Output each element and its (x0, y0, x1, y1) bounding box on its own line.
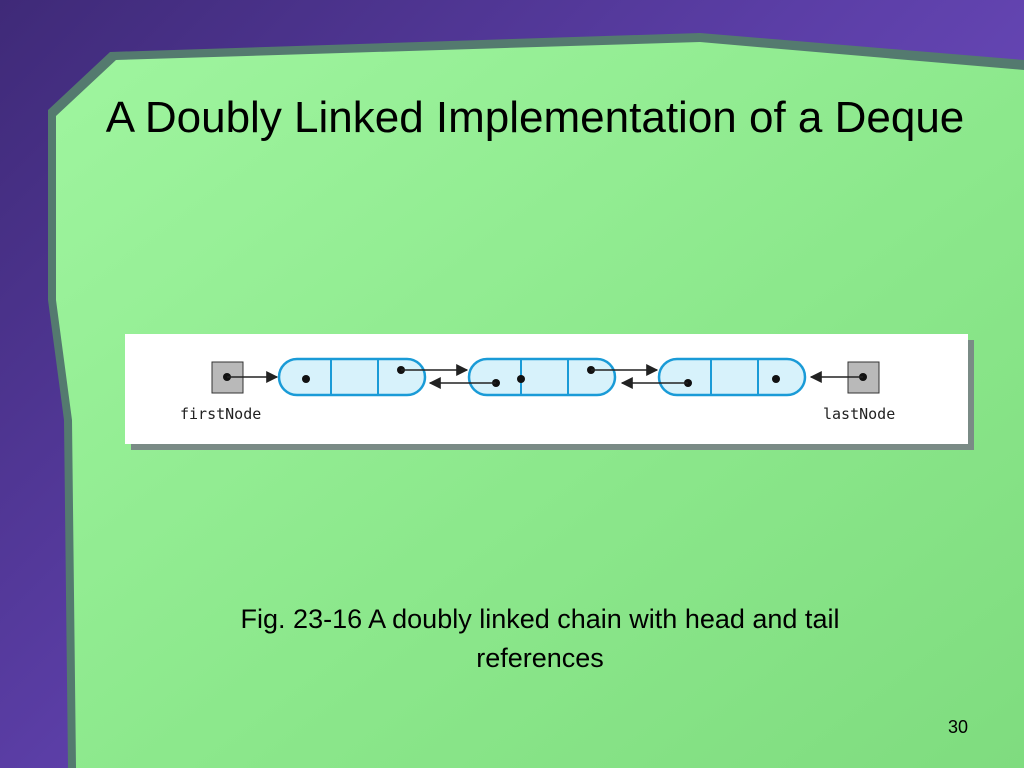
first-node-label: firstNode (180, 405, 261, 423)
slide-title: A Doubly Linked Implementation of a Dequ… (105, 93, 965, 142)
chain-node-1 (277, 357, 427, 397)
slide-page-number: 30 (947, 717, 968, 737)
chain-node-3 (657, 357, 807, 397)
figure-card: firstNode (125, 334, 968, 444)
last-node-label: lastNode (823, 405, 895, 423)
figure-caption: Fig. 23-16 A doubly linked chain with he… (240, 604, 840, 673)
doubly-linked-chain-diagram: firstNode (180, 357, 895, 423)
chain-node-2 (467, 357, 617, 397)
